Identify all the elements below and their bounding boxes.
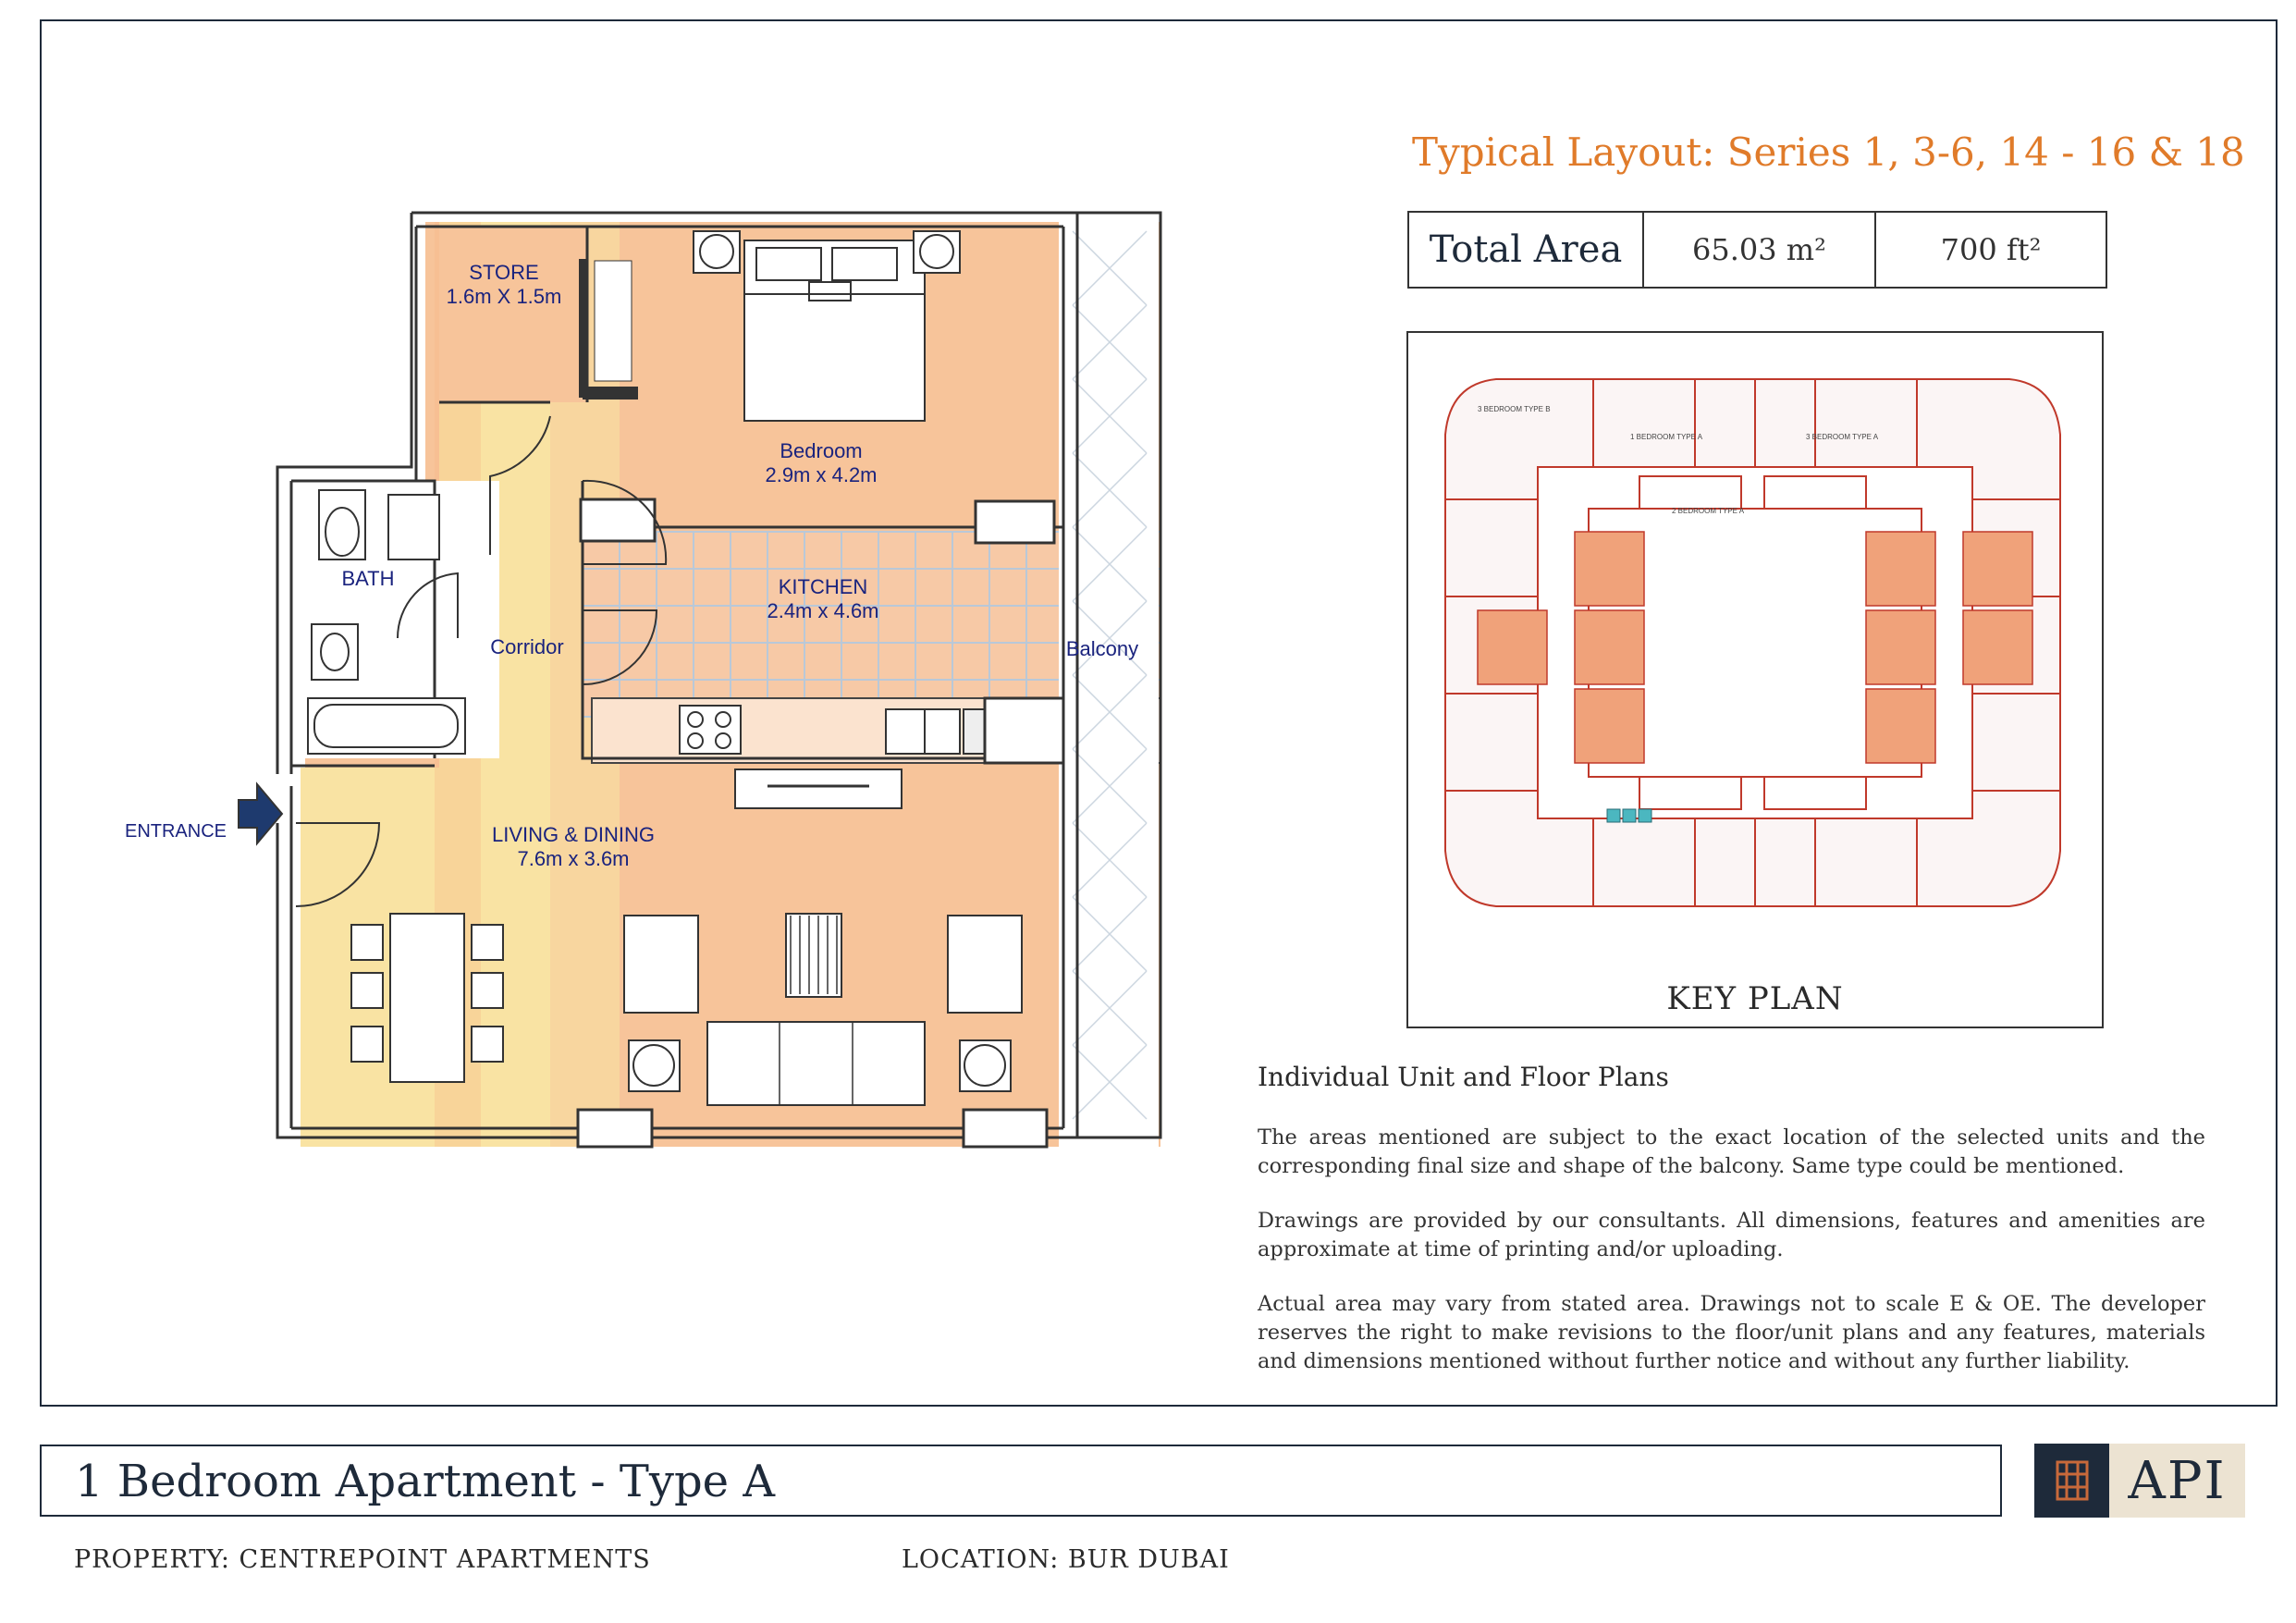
api-logo: API: [2034, 1444, 2245, 1518]
corridor-label: Corridor: [490, 635, 563, 658]
notes-paragraph-2: Drawings are provided by our consultants…: [1258, 1209, 2205, 1261]
key-plan-drawing: 3 BEDROOM TYPE B 1 BEDROOM TYPE A 3 BEDR…: [1444, 378, 2061, 907]
apartment-title-bar: 1 Bedroom Apartment - Type A: [40, 1445, 2002, 1517]
keyplan-unit-label: 2 BEDROOM TYPE A: [1672, 507, 1745, 515]
keyplan-unit-label: 3 BEDROOM TYPE A: [1806, 433, 1879, 441]
bedroom-label: Bedroom: [780, 439, 862, 462]
living-label: LIVING & DINING: [492, 823, 655, 846]
total-area-imperial: 700 ft²: [1940, 232, 2042, 267]
page-frame: [40, 19, 2278, 1407]
entrance-label: ENTRANCE: [125, 821, 227, 842]
kitchen-size: 2.4m x 4.6m: [767, 599, 878, 622]
balcony-label: Balcony: [1066, 637, 1138, 660]
keyplan-unit-label: 1 BEDROOM TYPE A: [1630, 433, 1703, 441]
property-text: PROPERTY: CENTREPOINT APARTMENTS: [74, 1545, 651, 1574]
floor-plan: STORE 1.6m X 1.5m Bedroom 2.9m x 4.2m BA…: [125, 211, 1162, 1149]
logo-text: API: [2109, 1444, 2245, 1518]
layout-title: Typical Layout: Series 1, 3-6, 14 - 16 &…: [1412, 129, 2245, 175]
total-area-table: Total Area 65.03 m² 700 ft²: [1407, 211, 2107, 289]
apartment-title: 1 Bedroom Apartment - Type A: [75, 1456, 776, 1507]
living-size: 7.6m x 3.6m: [517, 847, 629, 870]
key-plan-label: KEY PLAN: [1666, 980, 1844, 1017]
store-label: STORE: [469, 261, 538, 284]
bedroom-size: 2.9m x 4.2m: [765, 463, 877, 486]
notes-paragraph-1: The areas mentioned are subject to the e…: [1258, 1125, 2205, 1178]
logo-mark-icon: [2034, 1444, 2109, 1518]
notes-heading: Individual Unit and Floor Plans: [1258, 1062, 1669, 1092]
key-plan-box: 3 BEDROOM TYPE B 1 BEDROOM TYPE A 3 BEDR…: [1406, 331, 2104, 1028]
total-area-metric: 65.03 m²: [1644, 213, 1876, 287]
location-text: LOCATION: BUR DUBAI: [902, 1545, 1230, 1574]
store-size: 1.6m X 1.5m: [447, 285, 562, 308]
total-area-label: Total Area: [1409, 213, 1644, 287]
bath-label: BATH: [341, 567, 394, 590]
keyplan-unit-label: 3 BEDROOM TYPE B: [1478, 405, 1551, 413]
kitchen-label: KITCHEN: [779, 575, 868, 598]
notes-paragraph-3: Actual area may vary from stated area. D…: [1258, 1292, 2205, 1373]
notes-section: Individual Unit and Floor Plans The area…: [1258, 1062, 2205, 1402]
